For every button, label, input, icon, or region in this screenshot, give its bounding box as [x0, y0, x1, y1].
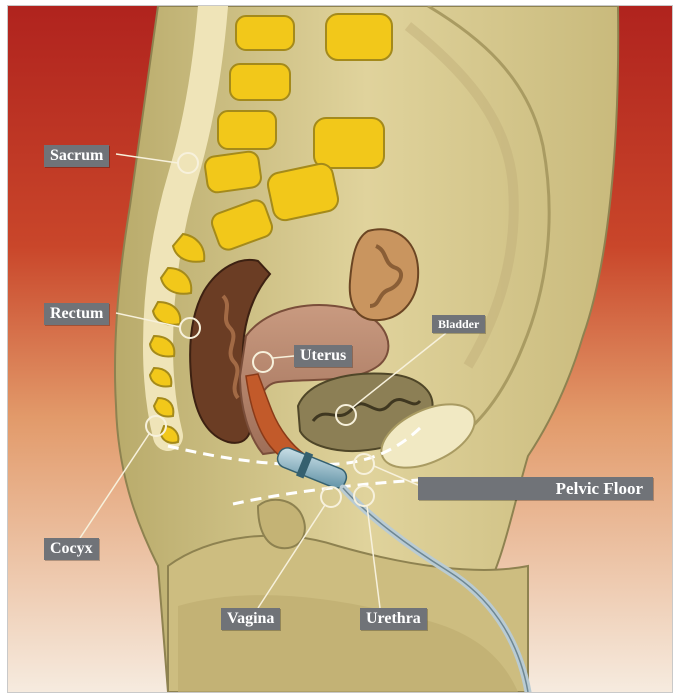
label-pelvic-floor: Pelvic Floor: [418, 477, 653, 500]
label-urethra: Urethra: [360, 608, 427, 630]
intestine-loop: [350, 229, 418, 320]
label-cocyx: Cocyx: [44, 538, 99, 560]
label-uterus: Uterus: [294, 345, 352, 367]
vertebra-5: [326, 14, 392, 60]
label-bladder: Bladder: [432, 315, 485, 333]
vertebra-4: [204, 150, 262, 193]
label-sacrum: Sacrum: [44, 145, 109, 167]
vertebra-1: [236, 16, 294, 50]
diagram-frame: Sacrum Rectum Uterus Bladder Pelvic Floo…: [7, 5, 673, 693]
vertebra-3: [218, 111, 276, 149]
label-rectum: Rectum: [44, 303, 109, 325]
vertebra-2: [230, 64, 290, 100]
label-vagina: Vagina: [221, 608, 280, 630]
vertebra-6: [314, 118, 384, 168]
